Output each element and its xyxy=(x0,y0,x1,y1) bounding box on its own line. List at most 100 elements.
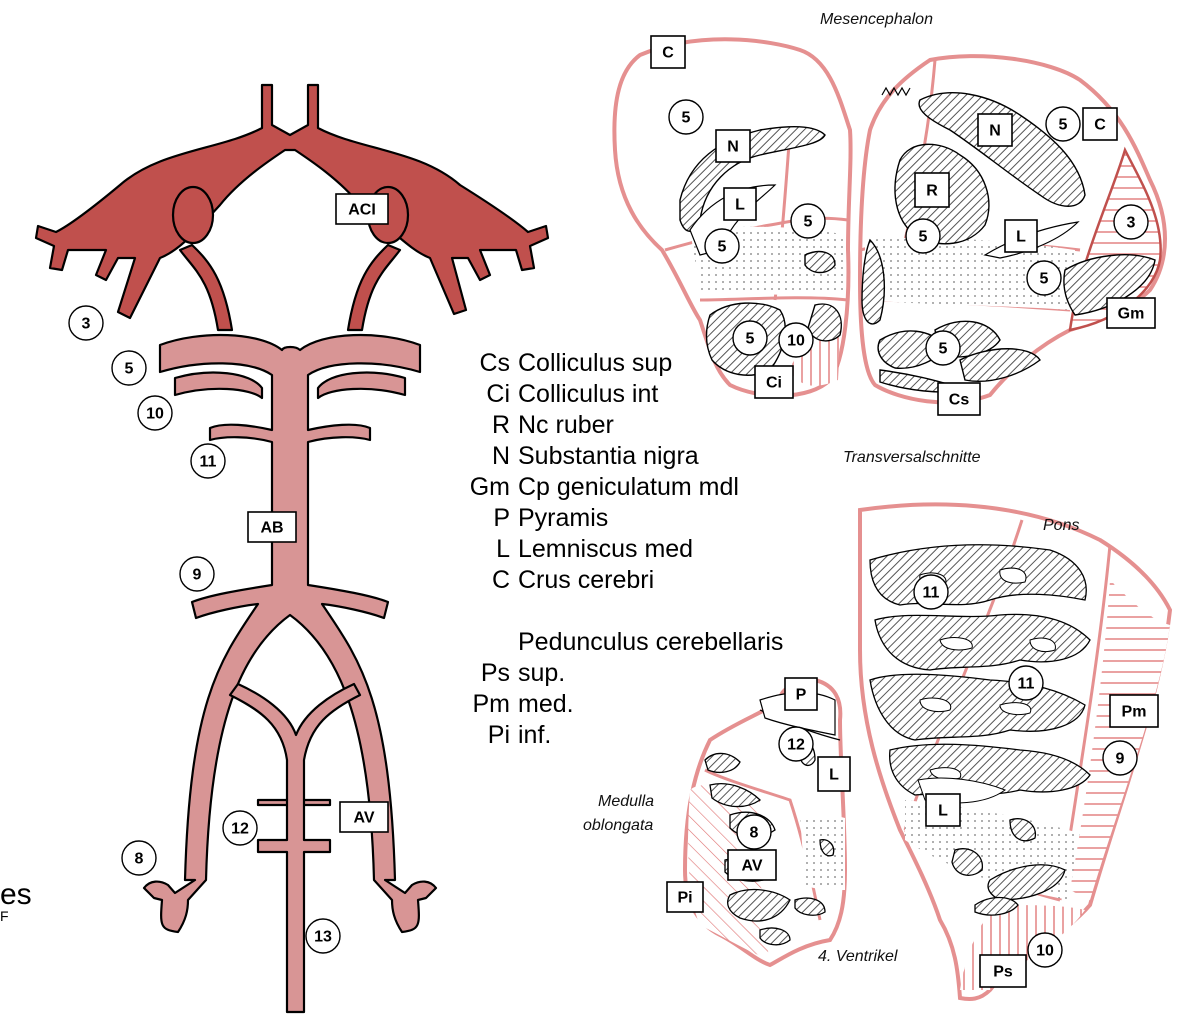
legend-abbr: Ci xyxy=(440,379,518,410)
legend-abbr xyxy=(440,627,518,658)
svg-text:5: 5 xyxy=(718,239,727,256)
label-c-left: C xyxy=(651,36,685,68)
svg-text:AV: AV xyxy=(353,810,374,827)
legend-text: Colliculus sup xyxy=(518,348,672,379)
svg-text:N: N xyxy=(989,123,1001,140)
cutoff-text: es xyxy=(0,878,32,912)
label-pm: Pm xyxy=(1110,695,1158,727)
label-p: P xyxy=(785,678,817,710)
legend-abbr xyxy=(440,596,518,627)
label-ps: Ps xyxy=(980,955,1026,987)
label-n-left: N xyxy=(716,130,750,162)
legend-abbr: Ps xyxy=(440,658,518,689)
label-l-mes-left: L xyxy=(724,188,756,220)
legend-text: Colliculus int xyxy=(518,379,658,410)
svg-text:5: 5 xyxy=(1040,271,1049,288)
svg-text:L: L xyxy=(735,197,745,214)
legend-row: Pedunculus cerebellaris xyxy=(440,627,783,658)
svg-text:AB: AB xyxy=(260,520,283,537)
caption-oblongata: oblongata xyxy=(583,817,653,834)
legend-abbr: N xyxy=(440,441,518,472)
label-aci: ACI xyxy=(336,194,388,224)
legend-row: CsColliculus sup xyxy=(440,348,783,379)
marker-9-artery: 9 xyxy=(180,557,214,591)
marker-8-medulla: 8 xyxy=(737,815,771,849)
svg-text:C: C xyxy=(662,45,674,62)
legend-abbr: Cs xyxy=(440,348,518,379)
marker-10-artery: 10 xyxy=(138,396,172,430)
label-n-right: N xyxy=(978,114,1012,146)
marker-5-mes-c: 5 xyxy=(705,229,739,263)
svg-text:9: 9 xyxy=(1116,751,1125,768)
label-gm: Gm xyxy=(1107,298,1155,328)
svg-text:5: 5 xyxy=(682,110,691,127)
svg-text:C: C xyxy=(1094,117,1106,134)
caption-medulla: Medulla xyxy=(598,793,654,810)
legend-row: Piinf. xyxy=(440,720,783,751)
caption-mesencephalon: Mesencephalon xyxy=(820,11,933,28)
svg-text:8: 8 xyxy=(135,851,144,868)
marker-12-medulla: 12 xyxy=(779,727,813,761)
legend-row xyxy=(440,596,783,627)
legend-text: Crus cerebri xyxy=(518,565,654,596)
legend-row: NSubstantia nigra xyxy=(440,441,783,472)
svg-text:3: 3 xyxy=(1127,215,1136,232)
marker-5-mes-e: 5 xyxy=(1046,107,1080,141)
marker-5-artery: 5 xyxy=(112,351,146,385)
svg-text:12: 12 xyxy=(787,737,805,754)
svg-text:N: N xyxy=(727,139,739,156)
legend-abbr: Pm xyxy=(440,689,518,720)
marker-5-mes-f: 5 xyxy=(906,219,940,253)
label-ab: AB xyxy=(248,512,296,542)
svg-text:Ps: Ps xyxy=(993,964,1013,981)
marker-12-artery: 12 xyxy=(223,811,257,845)
svg-text:13: 13 xyxy=(314,929,332,946)
label-pi: Pi xyxy=(667,882,703,912)
svg-text:AV: AV xyxy=(741,858,762,875)
svg-text:5: 5 xyxy=(746,331,755,348)
marker-3-artery: 3 xyxy=(69,306,103,340)
marker-5-mes-h: 5 xyxy=(926,331,960,365)
label-l-pons: L xyxy=(926,794,960,826)
svg-text:ACI: ACI xyxy=(348,202,376,219)
label-l-mes-right: L xyxy=(1005,220,1037,252)
legend-text: Cp geniculatum mdl xyxy=(518,472,739,503)
marker-5-mes-a: 5 xyxy=(669,100,703,134)
legend-abbr: L xyxy=(440,534,518,565)
label-av: AV xyxy=(340,802,388,832)
svg-text:R: R xyxy=(926,183,938,200)
legend-text: med. xyxy=(518,689,574,720)
marker-11-pons-b: 11 xyxy=(1009,666,1043,700)
svg-text:10: 10 xyxy=(1036,943,1054,960)
marker-11-artery: 11 xyxy=(191,444,225,478)
svg-text:5: 5 xyxy=(939,341,948,358)
marker-10-mes: 10 xyxy=(779,323,813,357)
svg-text:5: 5 xyxy=(919,229,928,246)
marker-5-mes-g: 5 xyxy=(1027,261,1061,295)
svg-text:3: 3 xyxy=(82,316,91,333)
legend-text: Pedunculus cerebellaris xyxy=(518,627,783,658)
label-r: R xyxy=(915,173,949,207)
svg-text:P: P xyxy=(796,687,807,704)
marker-9-pons: 9 xyxy=(1103,741,1137,775)
legend-text: Lemniscus med xyxy=(518,534,693,565)
caption-pons: Pons xyxy=(1043,517,1079,534)
caption-ventrikel: 4. Ventrikel xyxy=(818,948,898,965)
svg-text:5: 5 xyxy=(804,214,813,231)
svg-text:L: L xyxy=(1016,229,1026,246)
marker-5-mes-b: 5 xyxy=(791,204,825,238)
label-av-medulla: AV xyxy=(728,850,776,880)
legend-text: Pyramis xyxy=(518,503,608,534)
svg-text:11: 11 xyxy=(923,585,940,602)
cutoff-text-small: F xyxy=(0,908,9,924)
caption-transversal: Transversalschnitte xyxy=(843,449,981,466)
legend-abbr: P xyxy=(440,503,518,534)
circle-of-willis xyxy=(36,85,548,330)
svg-text:8: 8 xyxy=(750,825,759,842)
marker-8-artery: 8 xyxy=(122,841,156,875)
